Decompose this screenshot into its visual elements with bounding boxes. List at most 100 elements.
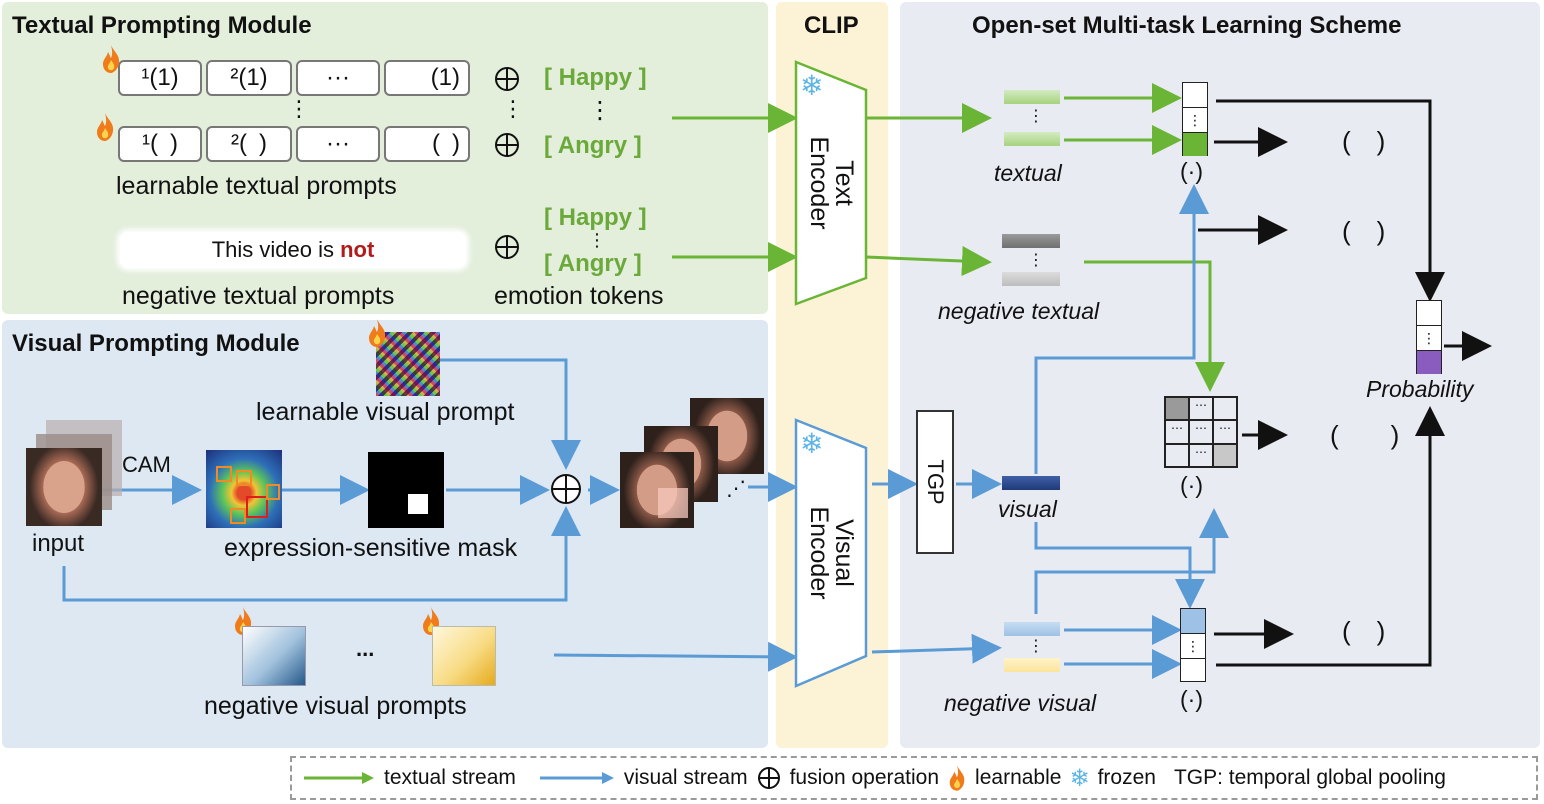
- arrow-prompt-to-fusion: [410, 358, 581, 470]
- prompt-box: ···: [296, 126, 380, 162]
- neg-visual-feature-bottom: [1004, 658, 1060, 672]
- legend-tgp: TGP: temporal global pooling: [1173, 766, 1446, 789]
- frames-ellipsis: ⋰: [726, 478, 746, 500]
- prompt-vdots: ⋮: [288, 96, 310, 121]
- legend-fire-icon: [949, 765, 965, 791]
- neg-textual-feature-label: negative textual: [938, 298, 1100, 324]
- token-happy-neg: [ Happy ]: [544, 204, 647, 231]
- probability-vector: ⋮: [1416, 300, 1442, 374]
- negative-visual-dots: ...: [356, 636, 375, 661]
- learnable-visual-prompt-label: learnable visual prompt: [256, 398, 515, 426]
- legend-oplus-icon: [757, 767, 780, 789]
- token-angry: [ Angry ]: [544, 132, 642, 159]
- similarity-matrix: ⋯ ⋯ ⋯ ⋯ ⋯: [1164, 396, 1238, 468]
- legend-textual-stream: textual stream: [384, 766, 516, 789]
- visual-feature: [1002, 476, 1060, 490]
- text-encoder-shape: [794, 60, 868, 306]
- textual-feature-top: [1004, 90, 1060, 104]
- arrow-encoder-to-neg-textual: [865, 246, 992, 276]
- text-encoder-label: Text Encoder: [805, 136, 858, 230]
- snowflake-icon: ❄: [800, 428, 824, 459]
- prompt-box: ¹(1): [118, 60, 202, 96]
- legend-frozen: frozen: [1097, 766, 1156, 789]
- neg-visual-sim-vector: ⋮: [1180, 608, 1206, 682]
- negative-textual-box: This video is not: [120, 232, 466, 268]
- oplus-icon: [495, 235, 519, 259]
- textual-feature-vdots: ⋮: [1028, 108, 1044, 125]
- legend: textual stream visual stream fusion oper…: [290, 756, 1538, 800]
- arrow-to-prob-top: [1216, 99, 1445, 302]
- emotion-tokens-label: emotion tokens: [494, 282, 664, 310]
- loss-4: ( ): [1342, 616, 1386, 646]
- prompt-box: ···: [296, 60, 380, 96]
- cam-heatmap-image: [206, 450, 282, 528]
- legend-blue-arrow-icon: [539, 772, 614, 784]
- visual-encoder-label: Visual Encoder: [805, 506, 858, 600]
- arrow-neg-textual-to-matrix: [1084, 260, 1225, 392]
- probability-label: Probability: [1366, 376, 1474, 402]
- neg-textual-feature-top: [1002, 234, 1060, 248]
- neg-textual-feature-vdots: ⋮: [1028, 252, 1044, 269]
- openset-title: Open-set Multi-task Learning Scheme: [972, 12, 1402, 39]
- learnable-textual-label: learnable textual prompts: [116, 172, 397, 200]
- arrow-visual-down: [1034, 522, 1205, 609]
- input-label: input: [32, 530, 85, 557]
- neg-visual-feature-top: [1004, 622, 1060, 636]
- learnable-visual-prompt-image: [376, 332, 440, 396]
- token-happy: [ Happy ]: [544, 64, 647, 91]
- neg-visual-feature-label: negative visual: [944, 690, 1097, 716]
- prompted-frame-front: [620, 452, 694, 528]
- tgp-label: TGP: [923, 459, 948, 505]
- prompt-box: ¹( ): [118, 126, 202, 162]
- textual-sim-vector: ⋮: [1182, 82, 1208, 156]
- visual-panel-title: Visual Prompting Module: [12, 330, 300, 357]
- fire-icon: [97, 113, 114, 141]
- token-angry-neg: [ Angry ]: [544, 250, 642, 277]
- arrow-negvis-to-matrix: [1034, 508, 1229, 614]
- negative-textual-label: negative textual prompts: [122, 282, 395, 310]
- prompt-box: ²(1): [206, 60, 292, 96]
- oplus-icon: [495, 133, 519, 157]
- loss-3: ( ): [1330, 420, 1400, 450]
- legend-learnable: learnable: [975, 766, 1062, 789]
- legend-fusion: fusion operation: [789, 766, 940, 789]
- cam-label: CAM: [122, 452, 171, 477]
- neg-textual-feature-bottom: [1002, 272, 1060, 286]
- expression-mask-image: [368, 452, 444, 528]
- negative-visual-prompt-yellow: [432, 626, 496, 686]
- legend-visual-stream: visual stream: [623, 766, 748, 789]
- legend-snowflake-icon: ❄: [1069, 764, 1090, 792]
- clip-title: CLIP: [804, 12, 859, 39]
- arrow-visual-up: [1034, 184, 1209, 474]
- textual-feature-label: textual: [994, 160, 1062, 186]
- visual-encoder-shape: [794, 418, 868, 688]
- textual-feature-bottom: [1004, 132, 1060, 146]
- tgp-box: [916, 410, 954, 554]
- fire-icon: [103, 45, 120, 73]
- negative-visual-prompt-blue: [242, 626, 306, 686]
- token-vdots-neg: ⋮: [588, 230, 606, 250]
- neg-visual-sim-func: (·): [1180, 686, 1203, 712]
- token-vdots: ⋮: [588, 97, 612, 124]
- fire-icon: [369, 319, 386, 347]
- arrow-neg-visual-to-encoder: [553, 641, 798, 672]
- prompt-box: (1): [384, 60, 470, 96]
- snowflake-icon: ❄: [800, 70, 824, 101]
- negative-visual-prompts-label: negative visual prompts: [204, 692, 467, 720]
- expression-mask-label: expression-sensitive mask: [224, 534, 518, 562]
- arrow-encoder-to-neg-visual: [871, 633, 1002, 664]
- arrow-input-to-fusion: [62, 506, 581, 602]
- input-face-image: [26, 448, 102, 526]
- prompt-box: ( ): [384, 126, 470, 162]
- neg-visual-feature-vdots: ⋮: [1028, 638, 1044, 655]
- prompt-box: ²( ): [206, 126, 292, 162]
- textual-panel-title: Textual Prompting Module: [12, 12, 312, 39]
- oplus-icon: [495, 67, 519, 91]
- negative-prefix: This video is: [211, 237, 341, 262]
- matrix-sim-func: (·): [1180, 472, 1203, 498]
- oplus-vdots: ⋮: [502, 96, 524, 121]
- negative-word: not: [340, 237, 375, 262]
- loss-1: ( ): [1342, 126, 1386, 156]
- legend-green-arrow-icon: [304, 772, 374, 784]
